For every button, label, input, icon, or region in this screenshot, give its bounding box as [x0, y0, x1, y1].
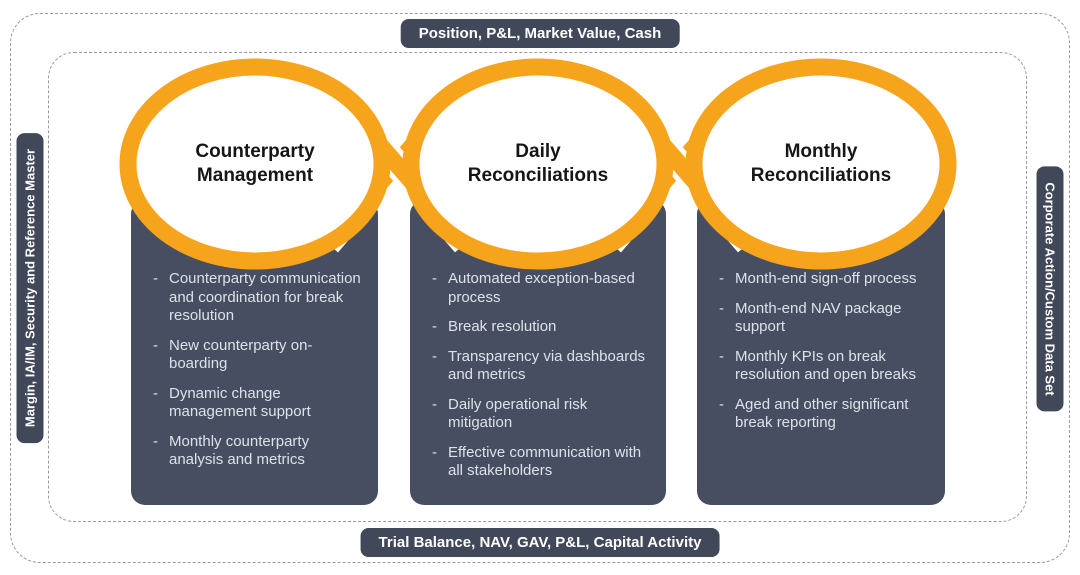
panel-monthly-reconciliations: Month-end sign-off processMonth-end NAV …	[697, 200, 945, 505]
bullet-item: Dynamic change management support	[153, 385, 364, 422]
loop-title-counterparty-management: Counterparty Management	[195, 141, 315, 186]
loop-title-daily-reconciliations: Daily Reconciliations	[467, 141, 609, 186]
bullet-item: Break resolution	[432, 318, 652, 337]
bullet-list: Month-end sign-off processMonth-end NAV …	[697, 200, 945, 433]
bullet-list: Automated exception-based processBreak r…	[410, 200, 666, 481]
inner-dashed-border	[48, 52, 1027, 522]
left-data-badge: Margin, IA/IM, Security and Reference Ma…	[16, 132, 44, 444]
bullet-item: Transparency via dashboards and metrics	[432, 348, 652, 385]
bullet-item: Monthly counterparty analysis and metric…	[153, 433, 364, 470]
panel-counterparty-management: Counterparty communication and coordinat…	[131, 200, 378, 505]
bullet-item: Daily operational risk mitigation	[432, 396, 652, 433]
top-data-badge: Position, P&L, Market Value, Cash	[400, 19, 680, 48]
outer-dashed-border	[10, 13, 1070, 563]
bullet-list: Counterparty communication and coordinat…	[131, 200, 378, 470]
right-data-badge: Corporate Action/Custom Data Set	[1036, 166, 1064, 412]
bullet-item: Monthly KPIs on break resolution and ope…	[719, 348, 931, 385]
bullet-item: Automated exception-based process	[432, 270, 652, 307]
bullet-item: Month-end sign-off process	[719, 270, 931, 289]
bullet-item: Effective communication with all stakeho…	[432, 444, 652, 481]
bullet-item: Aged and other significant break reporti…	[719, 396, 931, 433]
panel-daily-reconciliations: Automated exception-based processBreak r…	[410, 200, 666, 505]
bullet-item: Counterparty communication and coordinat…	[153, 270, 364, 326]
loop-title-monthly-reconciliations: Monthly Reconciliations	[750, 141, 892, 186]
bullet-item: Month-end NAV package support	[719, 300, 931, 337]
bottom-data-badge: Trial Balance, NAV, GAV, P&L, Capital Ac…	[360, 528, 720, 557]
bullet-item: New counterparty on-boarding	[153, 337, 364, 374]
